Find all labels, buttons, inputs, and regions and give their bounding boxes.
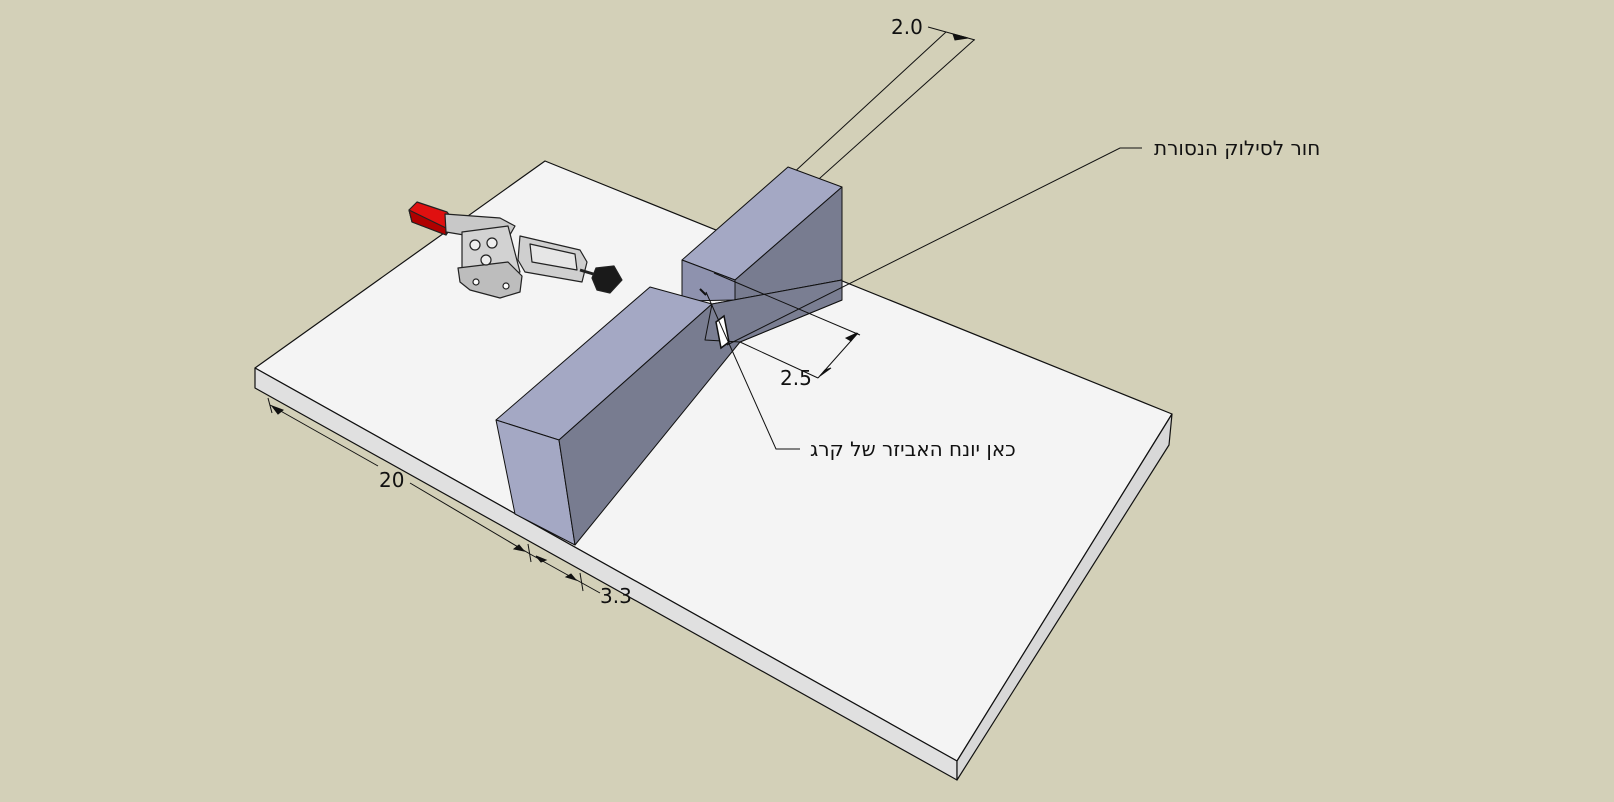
dimension-base-length-text: 20	[379, 468, 404, 492]
dimension-offset-text: 3.3	[600, 584, 632, 608]
toggle-clamp	[408, 201, 623, 299]
clamp-rubber-tip	[591, 265, 623, 294]
sawdust-hole	[699, 288, 730, 350]
dimension-2-5-text: 2.5	[780, 366, 812, 390]
hole-label-leader	[726, 147, 1142, 346]
hole-label: חור לסילוק הנסורת	[1154, 136, 1320, 160]
front-block	[495, 279, 843, 546]
base-board-right-side	[956, 413, 1173, 781]
rest-label: כאן יונח האביזר של קרג	[810, 437, 1016, 461]
base-board	[254, 160, 1173, 781]
dimension-2-0-text: 2.0	[891, 15, 923, 39]
dimension-base-length	[267, 397, 601, 594]
dimension-2-5	[713, 272, 861, 379]
back-block	[681, 166, 843, 302]
rest-label-leader	[705, 291, 800, 450]
